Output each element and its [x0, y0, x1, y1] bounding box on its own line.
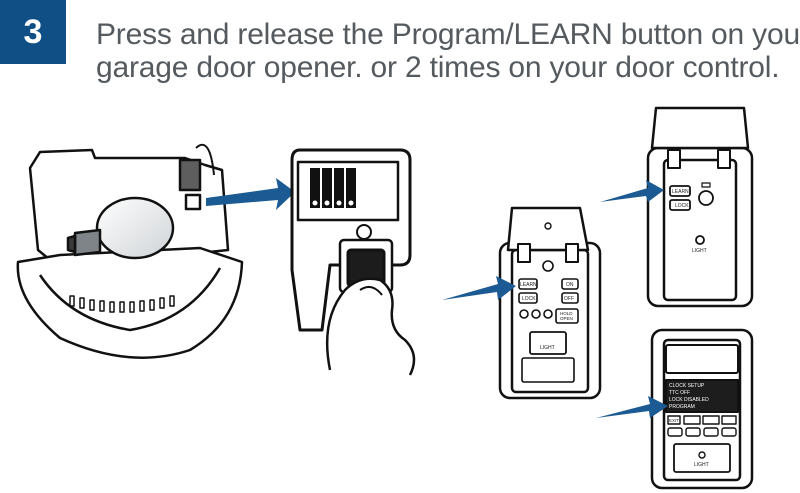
- lock-label: LOCK: [522, 296, 536, 302]
- step-number-badge: 3: [0, 0, 66, 64]
- arrow-icon: [596, 396, 668, 418]
- door-control-a: [646, 106, 754, 308]
- door-control-b: [498, 206, 602, 400]
- screen-line-1: CLOCK SETUP: [669, 383, 705, 389]
- screen-line-3: LOCK DISABLED: [669, 397, 709, 403]
- on-label: ON: [566, 282, 574, 288]
- exit-label: EXIT: [669, 418, 679, 423]
- learn-button-closeup: [290, 148, 416, 376]
- display-screen-text: CLOCK SETUP TTC OFF LOCK DISABLED PROGRA…: [669, 383, 709, 410]
- light-bulb-icon: [66, 196, 175, 260]
- finger-icon: [325, 277, 416, 376]
- light-label: LIGHT: [692, 248, 707, 254]
- screen-line-2: TTC OFF: [669, 390, 690, 396]
- hold-label: HOLD: [560, 311, 573, 316]
- off-label: OFF: [564, 296, 574, 302]
- arrow-icon: [206, 178, 295, 210]
- arrow-icon: [442, 276, 516, 300]
- learn-label: LEARN: [520, 282, 537, 288]
- screen-line-4: PROGRAM: [669, 404, 695, 410]
- instruction-line-2: garage door opener. or 2 times on your d…: [96, 51, 780, 84]
- garage-door-opener: [16, 143, 244, 359]
- light-label: LIGHT: [540, 345, 555, 351]
- learn-label: LEARN: [672, 189, 689, 195]
- door-control-c: [650, 328, 754, 490]
- light-label: LIGHT: [694, 462, 709, 468]
- open-label: OPEN: [560, 316, 573, 321]
- instruction-text: Press and release the Program/LEARN butt…: [96, 18, 800, 84]
- instruction-line-1: Press and release the Program/LEARN butt…: [96, 18, 800, 51]
- arrow-icon: [600, 180, 664, 202]
- lock-label: LOCK: [675, 203, 689, 209]
